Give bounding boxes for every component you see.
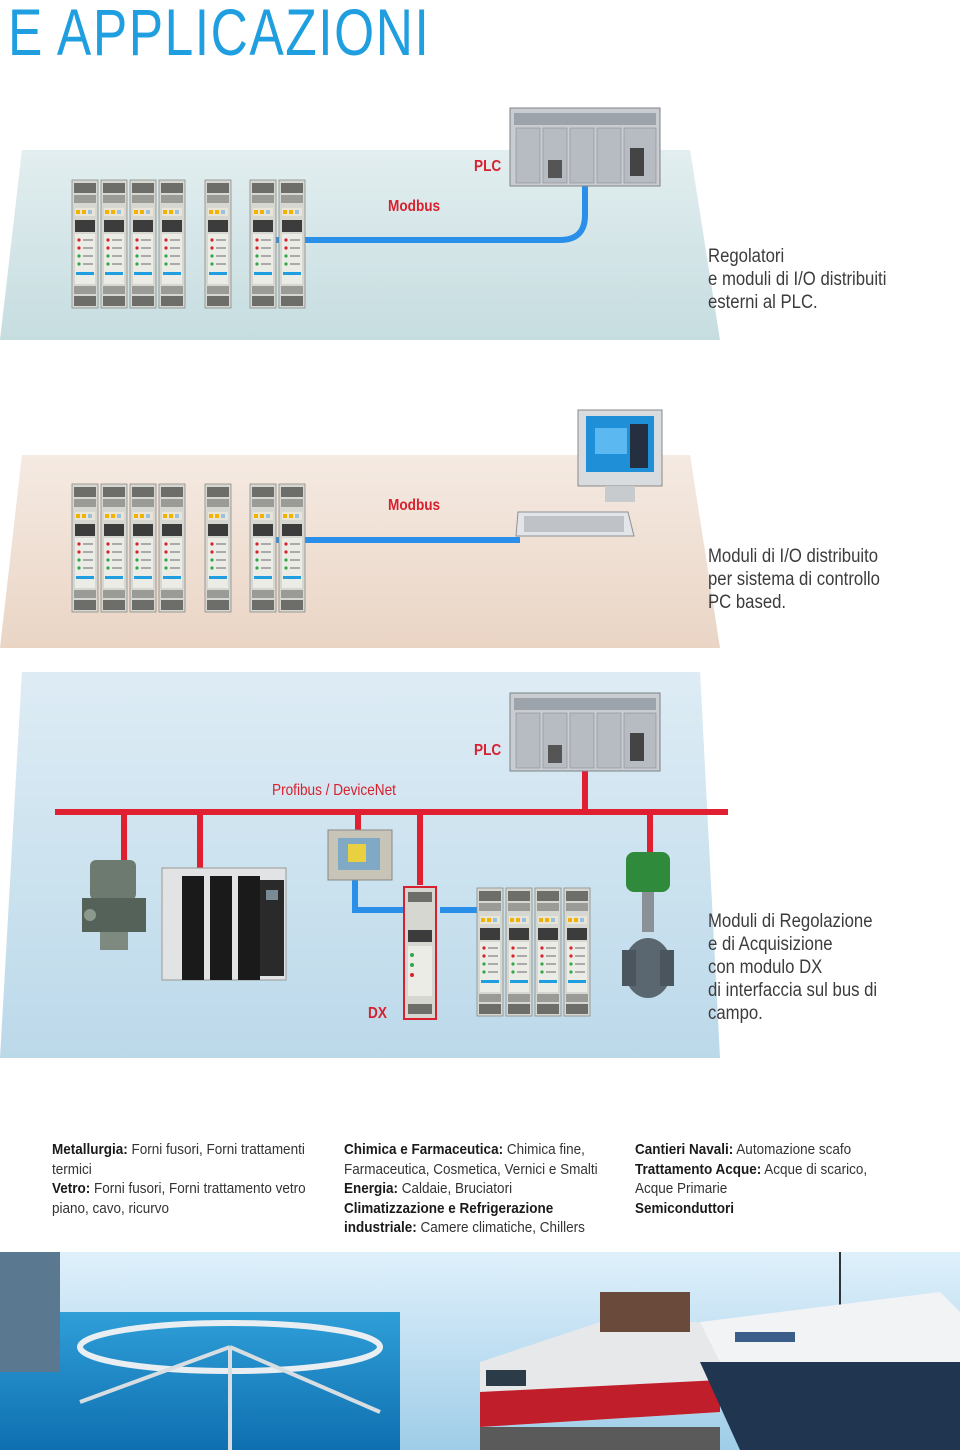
panel3-plc-label: PLC	[474, 742, 502, 759]
panel1-plc-label: PLC	[474, 158, 502, 175]
panel2-description: Moduli di I/O distribuito per sistema di…	[708, 546, 880, 613]
panel3-description: Moduli di Regolazione e di Acquisizione …	[708, 911, 878, 1024]
control-valve	[622, 852, 674, 998]
dx-module	[403, 886, 437, 1020]
panel1-description: Regolatori e moduli di I/O distribuiti e…	[708, 246, 887, 313]
panel3-bus-label: Profibus / DeviceNet	[272, 782, 396, 799]
train-photo	[480, 1292, 720, 1450]
applications-column-3: Cantieri Navali: Automazione scafo Tratt…	[635, 1141, 868, 1217]
page-title: E APPLICAZIONI	[8, 0, 431, 69]
panel1-modbus-line	[260, 180, 588, 243]
panel2-bus-label: Modbus	[388, 497, 441, 514]
panel1-bus-label: Modbus	[388, 198, 441, 215]
water-treatment-photo	[0, 1252, 400, 1450]
applications-column-1: Metallurgia: Forni fusori, Forni trattam…	[52, 1141, 306, 1217]
pc-workstation	[515, 409, 663, 537]
applications-column-2: Chimica e Farmaceutica: Chimica fine, Fa…	[344, 1141, 598, 1236]
ship-photo	[700, 1252, 960, 1450]
panel3-dx-label: DX	[368, 1005, 387, 1022]
industrial-photo-collage	[0, 1252, 960, 1450]
drive-units	[161, 867, 287, 981]
panel3-plc	[509, 692, 661, 772]
operator-panel	[327, 829, 393, 881]
panel1-plc	[509, 107, 661, 187]
pressure-transmitter	[82, 860, 146, 950]
